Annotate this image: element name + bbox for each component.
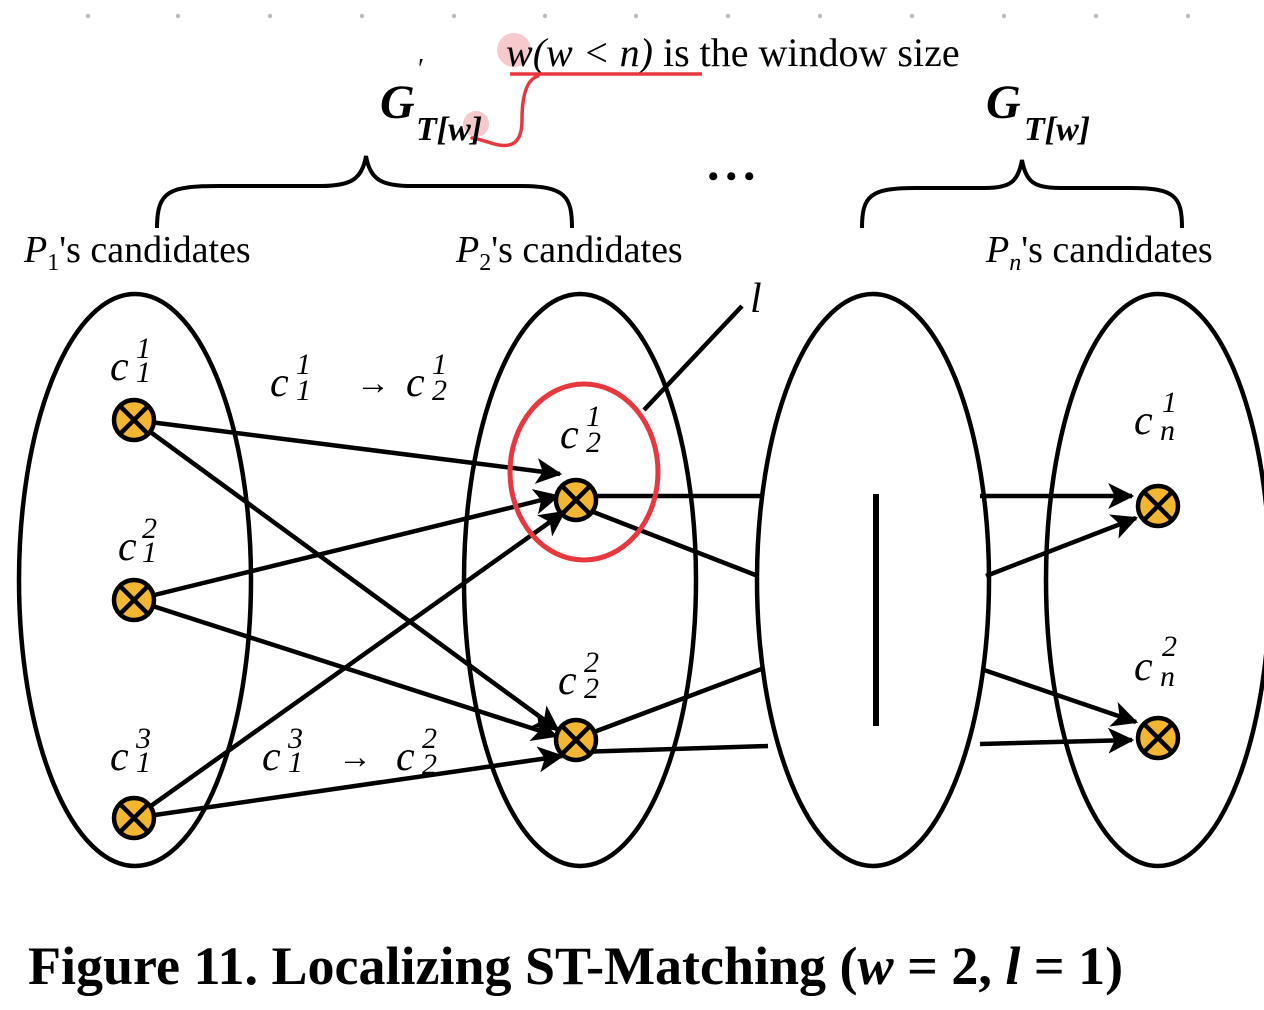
candidate-set-middle (754, 291, 992, 869)
nodes (111, 397, 1181, 841)
label-c13: c (110, 734, 129, 780)
subgraph-right-subscript: T[w] (1024, 111, 1090, 148)
label-c12: c (118, 524, 137, 570)
node-c12 (111, 577, 157, 623)
label-c11: c (110, 344, 129, 390)
label-cn1: c (1134, 398, 1153, 444)
svg-text:1: 1 (432, 348, 447, 381)
highlight-edge-l-label: l (750, 276, 762, 322)
subgraph-left-label: G (380, 76, 415, 129)
highlight-circle (507, 381, 661, 563)
node-c13 (111, 795, 157, 841)
brace-left (155, 155, 574, 229)
edge-label-top: c 1 1 → c 1 2 (270, 348, 447, 407)
svg-text:1: 1 (136, 332, 151, 365)
candidate-set-pn (1043, 291, 1264, 869)
label-cn2: c (1134, 644, 1153, 690)
label-c22: c (558, 658, 577, 704)
node-c11 (111, 397, 157, 443)
ellipsis: • • • (708, 160, 755, 193)
edge-c21-middle-diag (577, 503, 759, 579)
brace-right (860, 159, 1184, 229)
svg-text:c: c (262, 734, 281, 780)
svg-text:n: n (1160, 414, 1175, 447)
svg-text:→: → (338, 739, 372, 776)
group-label-p1: P1's candidates (23, 229, 251, 276)
edge-middle-cn2-bottom (979, 727, 1135, 754)
svg-text:2: 2 (142, 512, 157, 545)
svg-text:3: 3 (287, 722, 303, 755)
edge-c12-c21 (133, 489, 561, 603)
highlight-dot-subscript (463, 111, 489, 137)
edge-c13-c22 (133, 746, 565, 821)
svg-text:2: 2 (586, 426, 601, 459)
svg-text:1: 1 (136, 746, 151, 779)
group-label-pn: Pn's candidates (985, 229, 1213, 276)
edge-middle-cn1-diag (985, 514, 1139, 579)
edge-c11-c21 (133, 417, 563, 484)
subgraph-right-label: G (986, 76, 1021, 129)
node-labels: c 1 1 c 2 1 c 3 1 c 1 2 c 2 2 c 1 n c 2 … (110, 332, 1177, 780)
edge-c11-c22 (132, 418, 560, 732)
svg-text:2: 2 (584, 646, 599, 679)
svg-text:→: → (356, 365, 390, 402)
svg-text:1: 1 (296, 374, 311, 407)
node-c22 (553, 717, 599, 763)
candidate-set-p2 (461, 291, 699, 869)
subgraph-left-subscript: T[w] (416, 111, 482, 148)
highlight-edge-l-pointer (642, 304, 744, 412)
group-label-p2: P2's candidates (455, 229, 683, 276)
svg-text:2: 2 (1162, 630, 1177, 663)
svg-text:1: 1 (288, 746, 303, 779)
svg-text:2: 2 (422, 748, 437, 781)
annotation-hook (470, 74, 540, 148)
edge-c13-c21 (132, 510, 566, 820)
svg-text:1: 1 (586, 400, 601, 433)
edge-middle-cn2-diag (983, 667, 1139, 727)
window-note-paren: (w < n) (533, 30, 653, 75)
window-note-var: w (506, 30, 533, 75)
svg-text:3: 3 (135, 722, 151, 755)
edge-c22-middle-bottom (577, 743, 769, 755)
svg-text:2: 2 (422, 722, 437, 755)
svg-text:c: c (396, 734, 415, 780)
svg-text:n: n (1160, 660, 1175, 693)
window-size-note: w(w < n) is the window size (506, 30, 960, 75)
highlight-dot-w-note (497, 33, 531, 67)
svg-text:1: 1 (142, 536, 157, 569)
svg-text:c: c (406, 360, 425, 406)
subgraph-left-prime: ′ (418, 54, 424, 85)
svg-text:1: 1 (136, 356, 151, 389)
node-cn2 (1135, 715, 1181, 761)
figure-caption: Figure 11. Localizing ST-Matching (w = 2… (28, 936, 1123, 996)
node-cn1 (1135, 483, 1181, 529)
svg-text:1: 1 (296, 348, 311, 381)
edge-label-bottom: c 3 1 → c 2 2 (262, 722, 437, 781)
edges (132, 417, 1139, 821)
label-c21: c (560, 412, 579, 458)
node-c21 (553, 477, 599, 523)
window-note-rest: is the window size (653, 30, 960, 75)
edge-c22-middle-diag (577, 665, 765, 741)
svg-text:2: 2 (432, 374, 447, 407)
top-dots (85, 13, 1191, 19)
svg-text:c: c (270, 360, 289, 406)
svg-text:2: 2 (584, 672, 599, 705)
candidate-set-p1 (16, 291, 254, 869)
svg-text:1: 1 (1162, 386, 1177, 419)
